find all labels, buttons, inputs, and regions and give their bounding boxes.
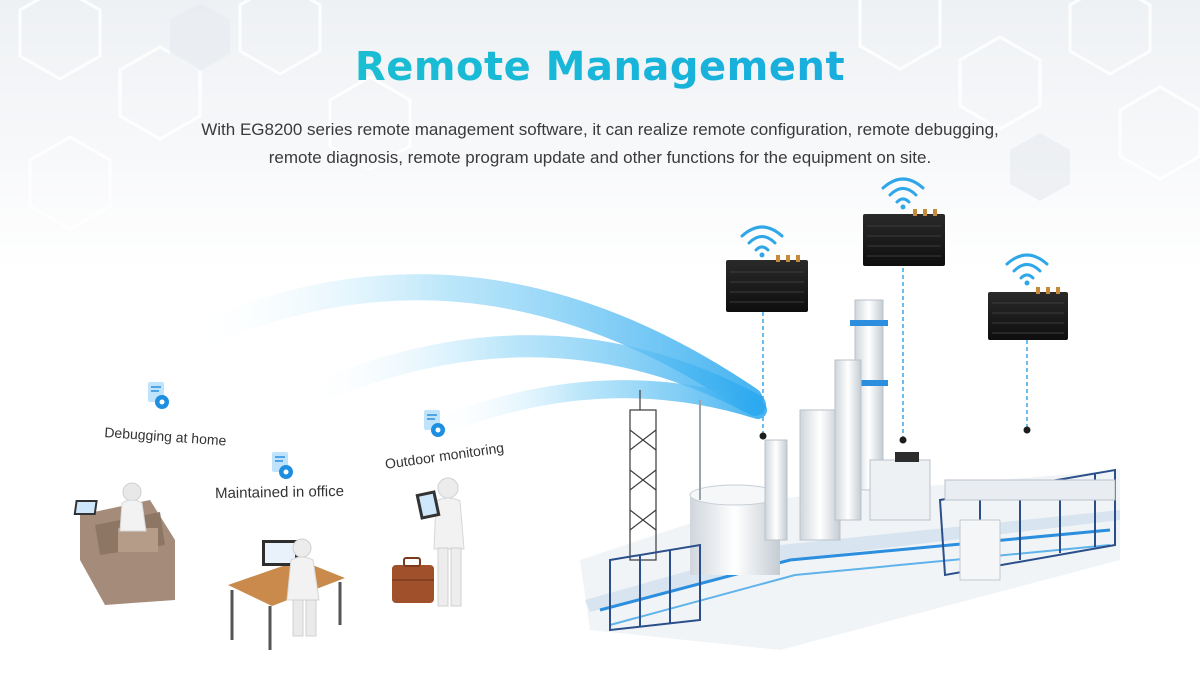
wifi-icon: [740, 225, 784, 258]
gear-document-icon: [272, 452, 293, 479]
wifi-icon: [1005, 253, 1049, 286]
signal-arc-outdoor: [421, 380, 767, 439]
page-title: Remote Management: [0, 44, 1200, 90]
signal-arcs: [177, 274, 767, 439]
office-scene: [228, 538, 345, 650]
edge-gateway-device: [863, 209, 945, 266]
description-line-2: remote diagnosis, remote program update …: [268, 148, 932, 167]
signal-arc-office: [289, 335, 766, 416]
scenario-label-office: Maintained in office: [214, 482, 345, 503]
device-connection-lines: [762, 268, 1028, 440]
description-line-1: With EG8200 series remote management sof…: [201, 120, 999, 139]
edge-gateway-device: [988, 287, 1068, 340]
wifi-icon: [881, 177, 925, 210]
home-scene: [73, 482, 175, 605]
signal-arc-home: [177, 274, 763, 413]
industrial-plant: [580, 299, 1120, 650]
hexagon-background-pattern: [18, 0, 1200, 231]
page-description: With EG8200 series remote management sof…: [100, 116, 1100, 172]
gear-document-icon: [148, 382, 169, 409]
outdoor-scene: [392, 477, 465, 607]
edge-gateway-device: [726, 255, 808, 312]
gear-document-icon: [424, 410, 445, 437]
